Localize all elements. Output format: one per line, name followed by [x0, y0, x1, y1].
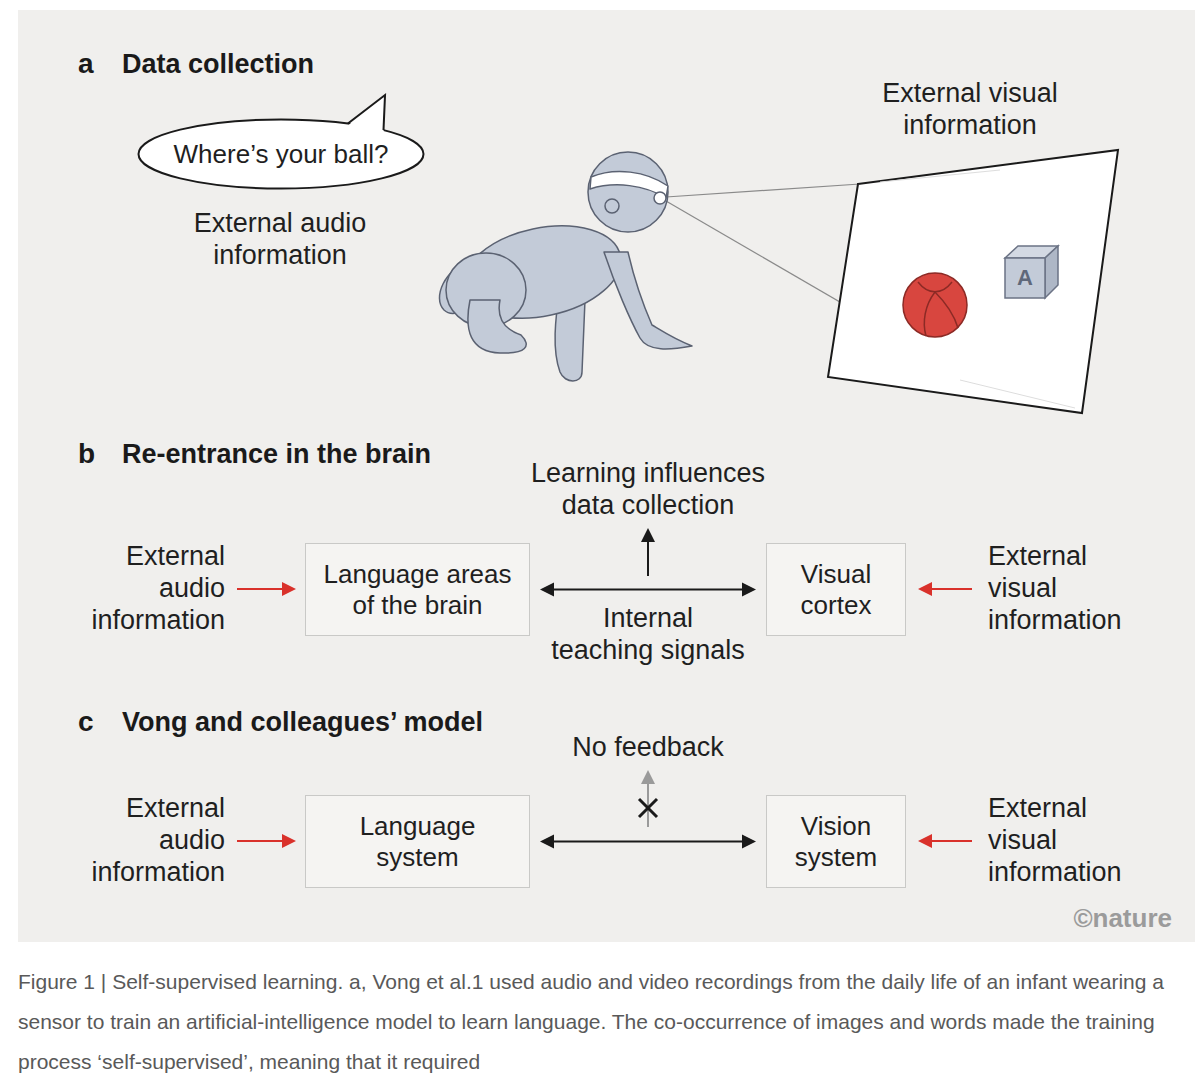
view-panel — [828, 150, 1118, 413]
arrow-head — [742, 583, 756, 597]
connector-label: Internal teaching signals — [550, 602, 747, 666]
arrow-head — [540, 835, 554, 849]
cube-side — [1045, 246, 1058, 298]
input-arrow-head — [282, 834, 296, 848]
panel-heading: Vong and colleagues’ model — [122, 706, 622, 738]
arrow-head — [742, 835, 756, 849]
brain-area-box: Visual cortex — [766, 543, 906, 636]
infant-leg — [468, 300, 526, 353]
blocked-arrow-line — [647, 782, 649, 827]
cube-front — [1005, 258, 1045, 298]
panel-heading: Data collection — [122, 48, 542, 80]
blocked-cross — [639, 799, 657, 817]
input-label: External visual information — [988, 540, 1158, 636]
bubble-tail — [348, 95, 385, 130]
brain-area-box: Language areas of the brain — [305, 543, 530, 636]
panel-letter: c — [78, 706, 118, 738]
node-text: Visual cortex — [779, 559, 893, 621]
ball-figure — [903, 273, 967, 337]
model-system-box: Vision system — [766, 795, 906, 888]
double-arrow-connector — [540, 583, 756, 597]
feedback-label: Learning influences data collection — [513, 457, 783, 521]
panel-letter: b — [78, 438, 118, 470]
projection-line — [960, 380, 1075, 408]
feedback-label: No feedback — [548, 731, 748, 763]
infant-arm — [604, 252, 692, 349]
node-text: Where’s your ball? — [174, 139, 389, 170]
blocked-cross — [639, 799, 657, 817]
watermark: ©nature — [972, 902, 1172, 934]
connector-line — [550, 841, 746, 843]
feedback-arrow-line — [647, 540, 649, 576]
feedback-arrow-head — [641, 528, 655, 542]
figure-caption: Figure 1 | Self-supervised learning. a, … — [18, 962, 1188, 1082]
input-arrow-line — [929, 840, 972, 842]
input-label: External visual information — [850, 77, 1090, 141]
model-system-box: Language system — [305, 795, 530, 888]
input-arrow-line — [237, 588, 285, 590]
node-text: Language areas of the brain — [318, 559, 517, 621]
input-label: External audio information — [160, 207, 400, 271]
infant-ear — [605, 199, 619, 213]
node-text: Vision system — [779, 811, 893, 873]
input-arrow-line — [929, 588, 972, 590]
infant-figure — [439, 152, 692, 381]
input-arrow-head — [918, 834, 932, 848]
projection-line — [880, 170, 1000, 182]
input-label: External visual information — [988, 792, 1158, 888]
bubble-tail-fill — [348, 95, 385, 140]
panel-letter: a — [78, 48, 118, 80]
node-text: Language system — [318, 811, 517, 873]
ball-seam — [935, 292, 958, 328]
input-arrow-line — [237, 840, 285, 842]
ball-seam — [918, 282, 952, 292]
input-label: External audio information — [65, 540, 225, 636]
ball-seam — [924, 292, 935, 336]
cube-letter: A — [1005, 262, 1045, 294]
input-arrow-head — [282, 582, 296, 596]
arrow-head — [540, 583, 554, 597]
double-arrow-connector — [540, 835, 756, 849]
input-arrow-head — [918, 582, 932, 596]
speech-bubble: Where’s your ball? — [137, 118, 425, 190]
infant-head — [588, 152, 668, 232]
blocked-arrow-head — [641, 770, 655, 784]
head-sensor — [654, 192, 666, 204]
input-label: External audio information — [65, 792, 225, 888]
sight-line — [666, 184, 860, 197]
connector-line — [550, 589, 746, 591]
